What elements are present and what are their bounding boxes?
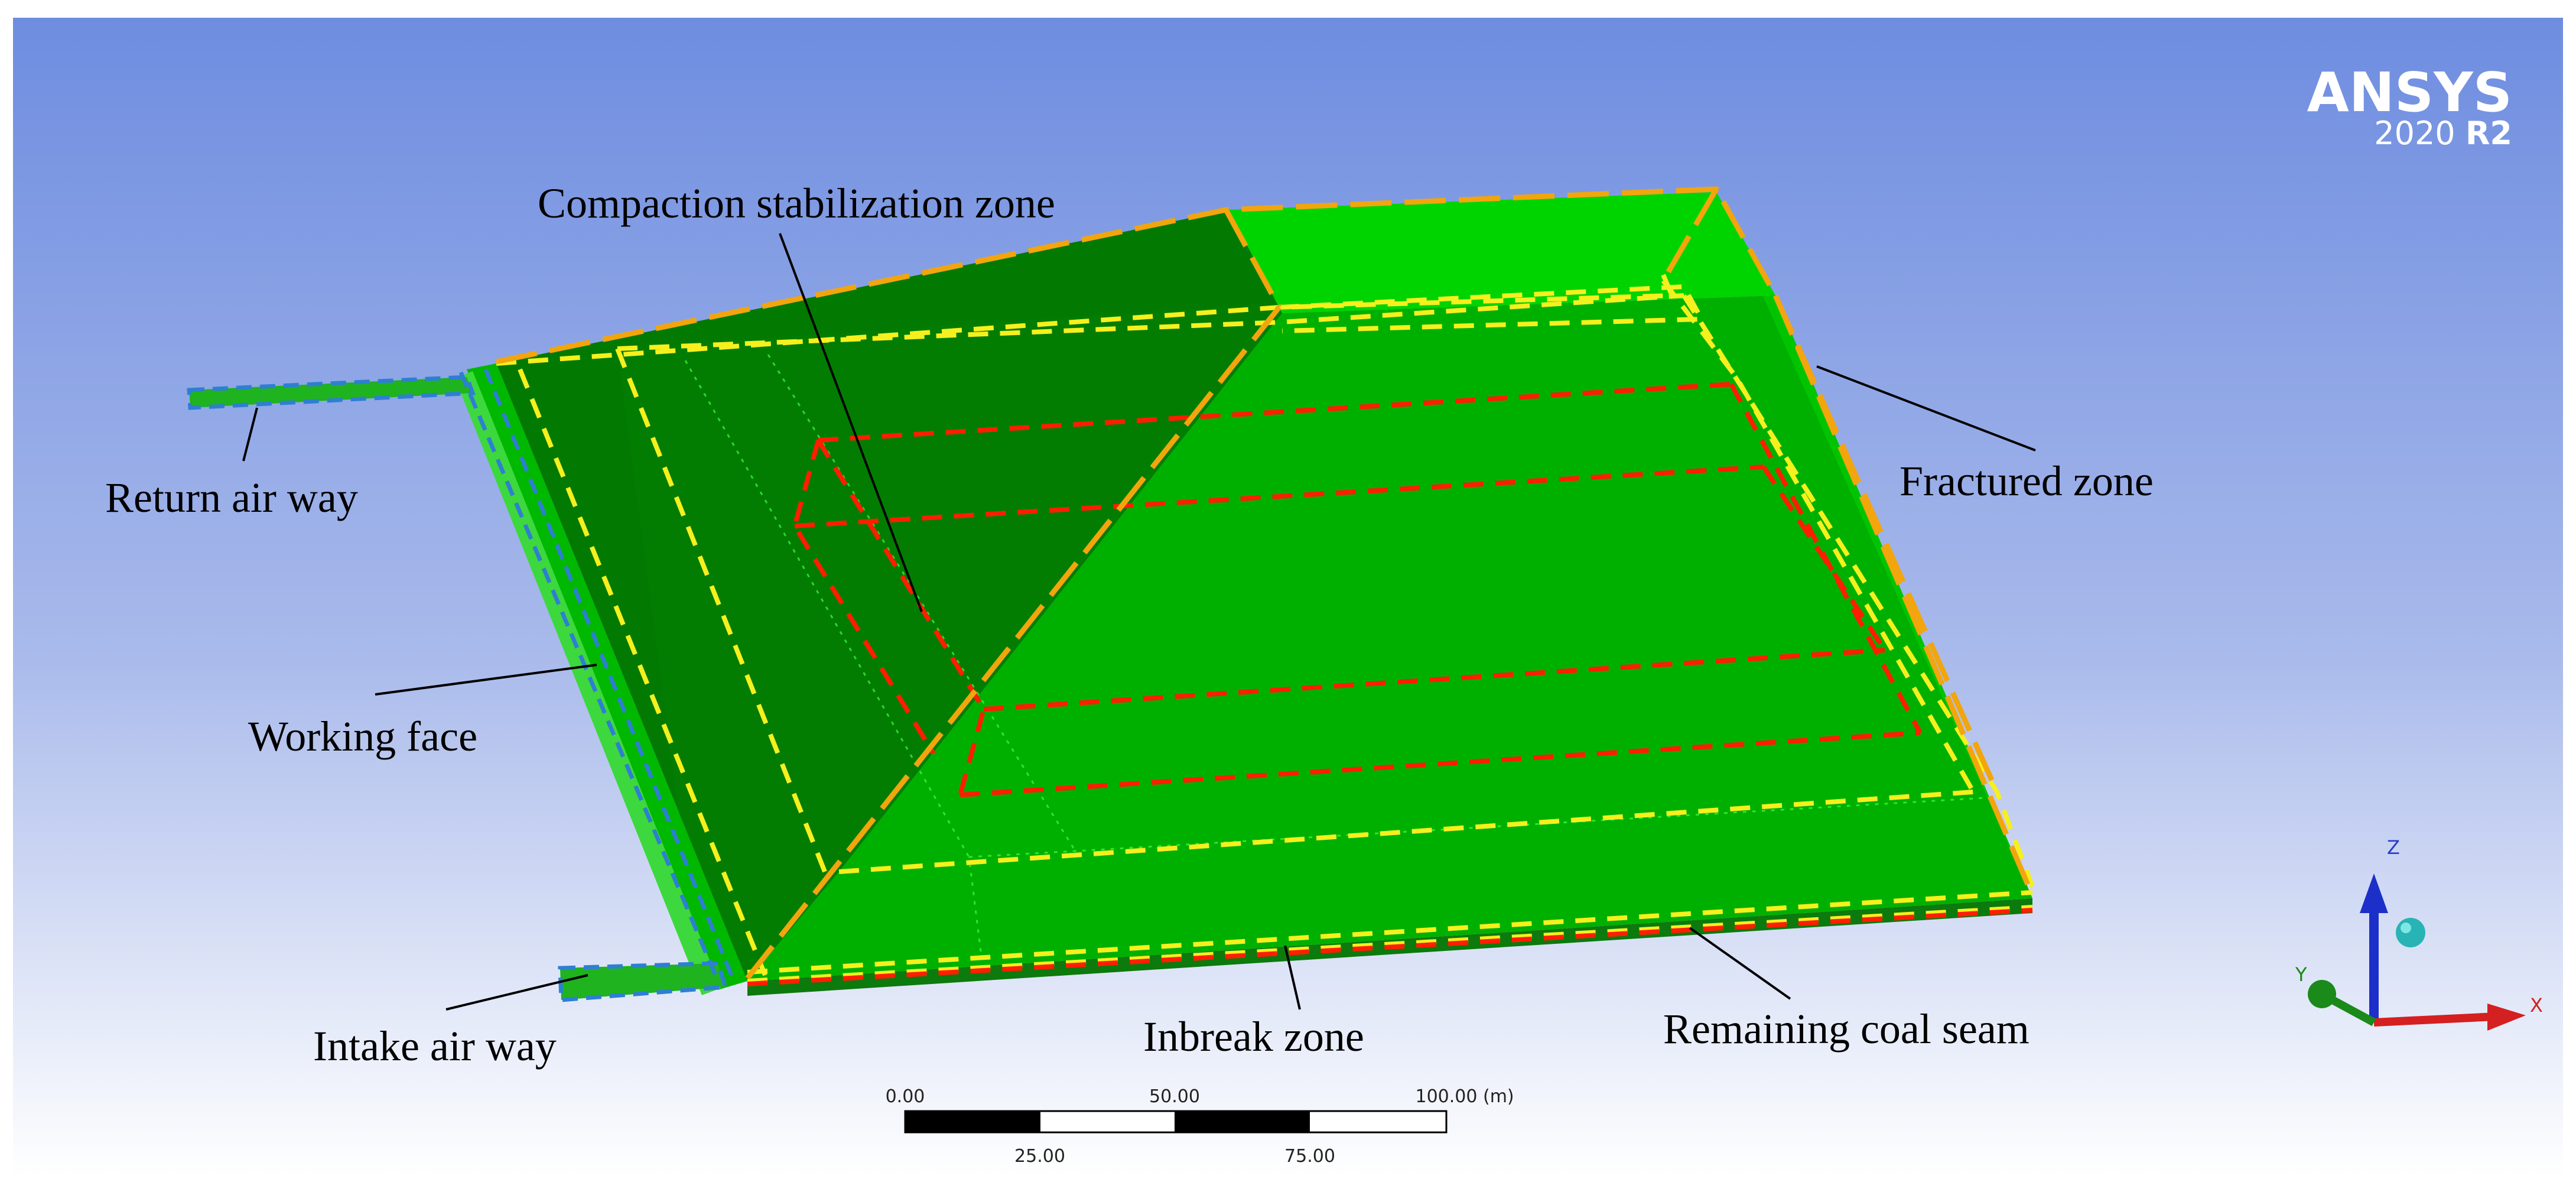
grid-line-3 — [968, 797, 1986, 858]
scale-bar-segment-3 — [1175, 1111, 1310, 1132]
red-left-edge — [792, 439, 936, 755]
isometric-view-ball-highlight — [2401, 923, 2411, 933]
fractured-zone-leader — [1816, 365, 2036, 452]
z-axis-label: Z — [2387, 836, 2400, 859]
scale-tick-75: 75.00 — [1284, 1146, 1335, 1167]
yellow-right-inner-2 — [1661, 279, 1976, 793]
goaf-model — [187, 186, 2035, 1002]
scale-bar-segment-1 — [905, 1111, 1040, 1132]
y-axis-label: Y — [2295, 963, 2307, 986]
grid-line-4 — [968, 856, 982, 952]
scale-bar: 0.00 50.00 100.00 (m) 25.00 75.00 — [886, 1086, 1514, 1167]
working-face-label: Working face — [248, 713, 477, 760]
y-axis-ball-icon — [2308, 980, 2336, 1008]
red-right-edge-2 — [1761, 465, 1887, 652]
yellow-left-edge — [518, 368, 767, 976]
red-left-edge-2 — [816, 439, 987, 796]
grid-line-2 — [767, 354, 1076, 852]
red-far-edge — [818, 382, 1732, 443]
red-far-edge-2 — [794, 465, 1764, 528]
working-face-outline-2 — [483, 368, 735, 979]
return-air-way-label: Return air way — [105, 474, 358, 521]
yellow-top-inner — [1279, 284, 1706, 333]
intake-air-way-bar — [560, 963, 726, 1000]
return-air-way-bar — [189, 377, 473, 408]
intake-air-way-label: Intake air way — [313, 1022, 557, 1070]
compaction-zone-leader — [779, 233, 923, 612]
labels: Compaction stabilization zone Fractured … — [105, 180, 2154, 1070]
working-face-strip — [467, 363, 747, 990]
red-near-edge-2 — [960, 730, 1921, 797]
axis-triad[interactable]: Z X Y — [2295, 836, 2543, 1031]
x-axis-arrow-icon — [2487, 1004, 2526, 1031]
inbreak-zone-label: Inbreak zone — [1143, 1013, 1364, 1060]
x-axis-label: X — [2530, 994, 2543, 1017]
compaction-zone-label: Compaction stabilization zone — [538, 180, 1055, 227]
working-face-leader — [375, 664, 597, 696]
fractured-zone-slope — [1716, 192, 2032, 898]
grid-line-1 — [684, 360, 970, 858]
return-air-way-outline — [187, 375, 476, 410]
scale-tick-50: 50.00 — [1149, 1086, 1200, 1107]
upper-strip — [617, 304, 1282, 981]
orange-right-slope — [1772, 294, 2000, 793]
outer-yellow-far-edge-2 — [617, 293, 1684, 351]
inbreak-zone-leader — [1284, 945, 1301, 1010]
scale-tick-25: 25.00 — [1014, 1146, 1065, 1167]
red-near-edge — [983, 648, 1885, 712]
brand-name: ANSYS — [2307, 61, 2512, 124]
remaining-coal-seam-leader — [1689, 927, 1791, 1000]
z-axis-arrow-icon — [2360, 873, 2388, 913]
yellow-near-edge — [747, 890, 2033, 975]
intake-air-way-leader — [445, 974, 588, 1011]
working-face-outline — [458, 371, 720, 982]
fractured-zone-top — [1229, 192, 1775, 313]
fractured-zone-label: Fractured zone — [1900, 457, 2154, 505]
intake-air-way-outline — [558, 961, 728, 1002]
working-face-strip-top — [455, 371, 721, 995]
isometric-view-ball-icon[interactable] — [2396, 918, 2425, 947]
scale-tick-100: 100.00 — [1416, 1086, 1478, 1107]
yellow-near-edge-2 — [747, 905, 2033, 983]
x-axis-line — [2373, 1012, 2497, 1027]
yellow-right-inner — [1681, 294, 2035, 888]
scale-unit: (m) — [1483, 1086, 1514, 1107]
red-bottom-edge — [747, 908, 2033, 986]
scale-tick-0: 0.00 — [886, 1086, 925, 1107]
return-air-way-leader — [242, 407, 258, 462]
remaining-coal-seam-label: Remaining coal seam — [1663, 1005, 2029, 1053]
orange-diagonal-right — [1661, 187, 1719, 282]
orange-diagonal-left — [745, 306, 1282, 980]
ansys-logo: ANSYS 2020 R2 — [2307, 61, 2512, 152]
brand-version: 2020 R2 — [2374, 115, 2512, 152]
orange-diagonal-top — [1224, 208, 1282, 309]
